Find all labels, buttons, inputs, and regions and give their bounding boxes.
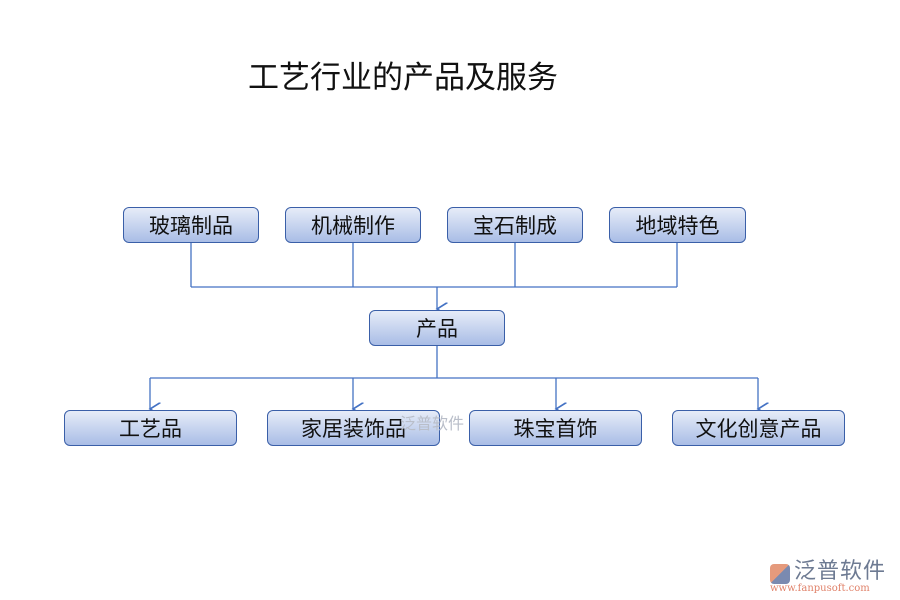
diagram-title: 工艺行业的产品及服务 bbox=[248, 60, 558, 96]
node-glass: 玻璃制品 bbox=[123, 207, 259, 243]
node-products: 产品 bbox=[369, 310, 505, 346]
node-machinery: 机械制作 bbox=[285, 207, 421, 243]
connector-top bbox=[190, 243, 678, 288]
logo-url: www.fanpusoft.com bbox=[770, 583, 870, 594]
logo-name: 泛普软件 bbox=[794, 559, 887, 584]
node-regional: 地域特色 bbox=[609, 207, 746, 243]
connector-bottom bbox=[150, 346, 758, 379]
logo-icon bbox=[770, 563, 790, 584]
node-gemstone: 宝石制成 bbox=[447, 207, 583, 243]
node-cultural-creative: 文化创意产品 bbox=[672, 410, 845, 446]
node-crafts: 工艺品 bbox=[64, 410, 237, 446]
watermark: 泛普软件 bbox=[400, 414, 465, 433]
node-jewelry: 珠宝首饰 bbox=[469, 410, 642, 446]
brand-logo: 泛普软件 www.fanpusoft.com bbox=[770, 553, 886, 594]
